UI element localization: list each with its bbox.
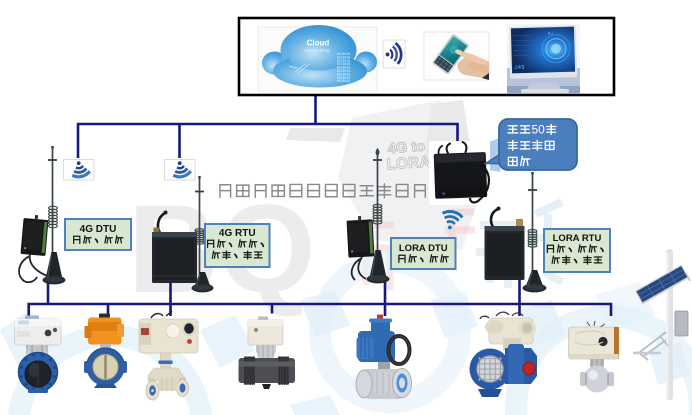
svg-text:0110101: 0110101 <box>337 55 350 59</box>
svg-text:0110101: 0110101 <box>337 62 350 66</box>
svg-text:4G RTU: 4G RTU <box>219 228 256 239</box>
svg-text:0110101: 0110101 <box>337 79 350 83</box>
svg-text:LORA: LORA <box>386 153 431 173</box>
svg-text:0110101: 0110101 <box>337 59 350 63</box>
svg-text:4G to: 4G to <box>387 139 425 158</box>
svg-text:♫43: ♫43 <box>514 63 524 70</box>
svg-text:0110101: 0110101 <box>337 76 350 80</box>
svg-text:Cloud: Cloud <box>307 39 330 48</box>
svg-text:0110101: 0110101 <box>337 52 350 56</box>
svg-text:4G DTU: 4G DTU <box>80 224 117 235</box>
svg-text:0110101: 0110101 <box>337 66 350 70</box>
svg-text:computing: computing <box>304 48 329 54</box>
svg-text:LORA RTU: LORA RTU <box>553 233 602 244</box>
svg-text:0110101: 0110101 <box>337 69 350 73</box>
svg-text:LORA DTU: LORA DTU <box>399 243 448 254</box>
svg-text:50: 50 <box>532 123 546 137</box>
svg-text:✶♪: ✶♪ <box>548 31 554 37</box>
svg-text:0110101: 0110101 <box>337 72 350 76</box>
